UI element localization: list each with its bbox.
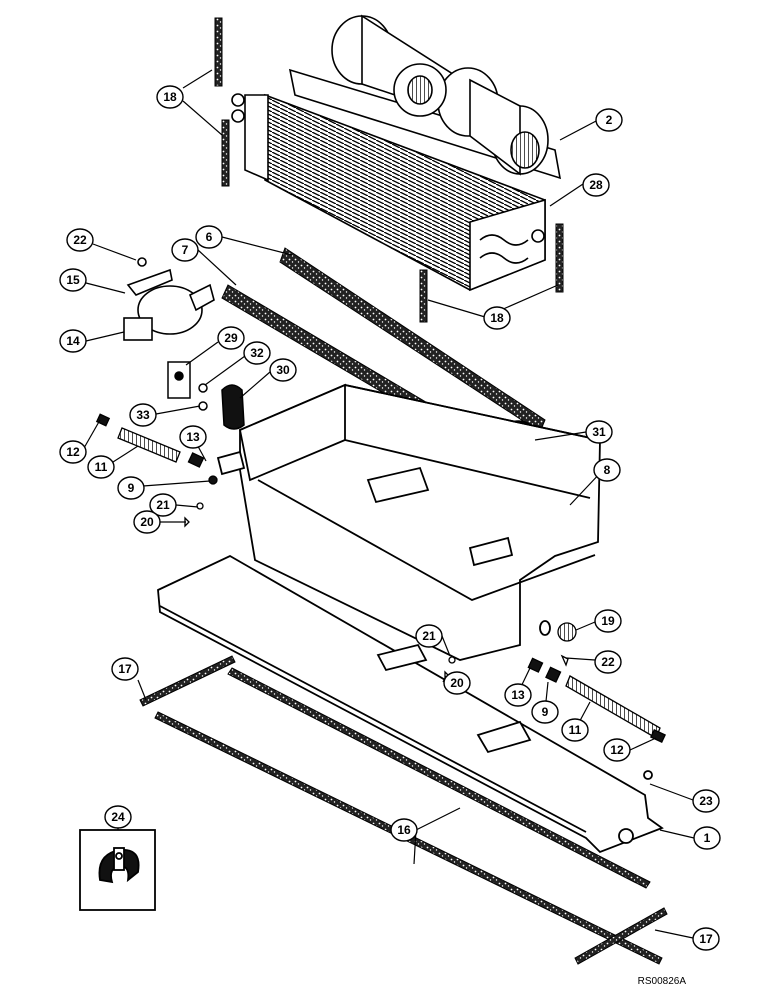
svg-text:7: 7 (182, 243, 189, 257)
callout-7: 7 (171, 238, 199, 262)
callout-20: 20 (443, 671, 471, 695)
callout-11: 11 (561, 718, 589, 742)
svg-text:32: 32 (250, 346, 264, 360)
svg-text:20: 20 (450, 676, 464, 690)
svg-text:12: 12 (66, 445, 80, 459)
callout-17: 17 (692, 927, 720, 951)
callout-21: 21 (415, 624, 443, 648)
blower-assembly (288, 14, 562, 180)
svg-text:18: 18 (163, 90, 177, 104)
callout-9: 9 (117, 476, 145, 500)
svg-text:30: 30 (276, 363, 290, 377)
svg-text:21: 21 (156, 498, 170, 512)
svg-text:24: 24 (111, 810, 125, 824)
svg-text:12: 12 (610, 743, 624, 757)
callout-1: 1 (693, 826, 721, 850)
callout-24: 24 (104, 805, 132, 829)
svg-text:9: 9 (542, 705, 549, 719)
svg-text:21: 21 (422, 629, 436, 643)
svg-text:22: 22 (601, 655, 615, 669)
svg-text:33: 33 (136, 408, 150, 422)
svg-text:28: 28 (589, 178, 603, 192)
callout-8: 8 (593, 458, 621, 482)
callout-23: 23 (692, 789, 720, 813)
callout-32: 32 (243, 341, 271, 365)
svg-text:14: 14 (66, 334, 80, 348)
callout-12: 12 (603, 738, 631, 762)
svg-text:18: 18 (490, 311, 504, 325)
callout-31: 31 (585, 420, 613, 444)
svg-text:17: 17 (118, 662, 132, 676)
left-fittings (95, 413, 218, 528)
callout-9: 9 (531, 700, 559, 724)
callout-33: 33 (129, 403, 157, 427)
svg-text:1: 1 (704, 831, 711, 845)
bottom-cover-1 (157, 554, 664, 854)
svg-text:13: 13 (186, 430, 200, 444)
callout-18: 18 (156, 85, 184, 109)
callout-21: 21 (149, 493, 177, 517)
callout-14: 14 (59, 329, 87, 353)
svg-text:17: 17 (699, 932, 713, 946)
figure-reference-code: RS00826A (637, 976, 686, 987)
callout-22: 22 (66, 228, 94, 252)
svg-text:6: 6 (206, 230, 213, 244)
svg-text:11: 11 (95, 460, 108, 474)
seal-strips-18 (214, 17, 564, 323)
svg-text:2: 2 (606, 113, 613, 127)
callout-16: 16 (390, 818, 418, 842)
svg-text:20: 20 (140, 515, 154, 529)
svg-text:29: 29 (224, 331, 238, 345)
callout-17: 17 (111, 657, 139, 681)
svg-text:23: 23 (699, 794, 713, 808)
callout-18: 18 (483, 306, 511, 330)
svg-text:13: 13 (511, 688, 525, 702)
svg-text:8: 8 (604, 463, 611, 477)
callout-6: 6 (195, 225, 223, 249)
callout-15: 15 (59, 268, 87, 292)
callout-12: 12 (59, 440, 87, 464)
callout-11: 11 (87, 455, 115, 479)
clip-24-inset (79, 829, 156, 911)
svg-text:19: 19 (601, 614, 615, 628)
callout-19: 19 (594, 609, 622, 633)
callouts: 18 2 28 22 6 15 7 18 14 29 32 30 33 31 1… (59, 85, 721, 951)
leader-lines (83, 69, 695, 939)
callout-22: 22 (594, 650, 622, 674)
heater-core (231, 93, 546, 292)
housing-8 (216, 383, 601, 661)
svg-text:9: 9 (128, 481, 135, 495)
svg-text:31: 31 (592, 425, 606, 439)
callout-13: 13 (504, 683, 532, 707)
callout-13: 13 (179, 425, 207, 449)
right-fittings (444, 622, 666, 744)
callout-29: 29 (217, 326, 245, 350)
callout-2: 2 (595, 108, 623, 132)
svg-text:16: 16 (397, 823, 411, 837)
callout-28: 28 (582, 173, 610, 197)
pressure-switch-group (123, 257, 215, 341)
callout-30: 30 (269, 358, 297, 382)
callout-20: 20 (133, 510, 161, 534)
svg-text:22: 22 (73, 233, 87, 247)
svg-text:15: 15 (66, 273, 80, 287)
svg-text:11: 11 (569, 723, 582, 737)
